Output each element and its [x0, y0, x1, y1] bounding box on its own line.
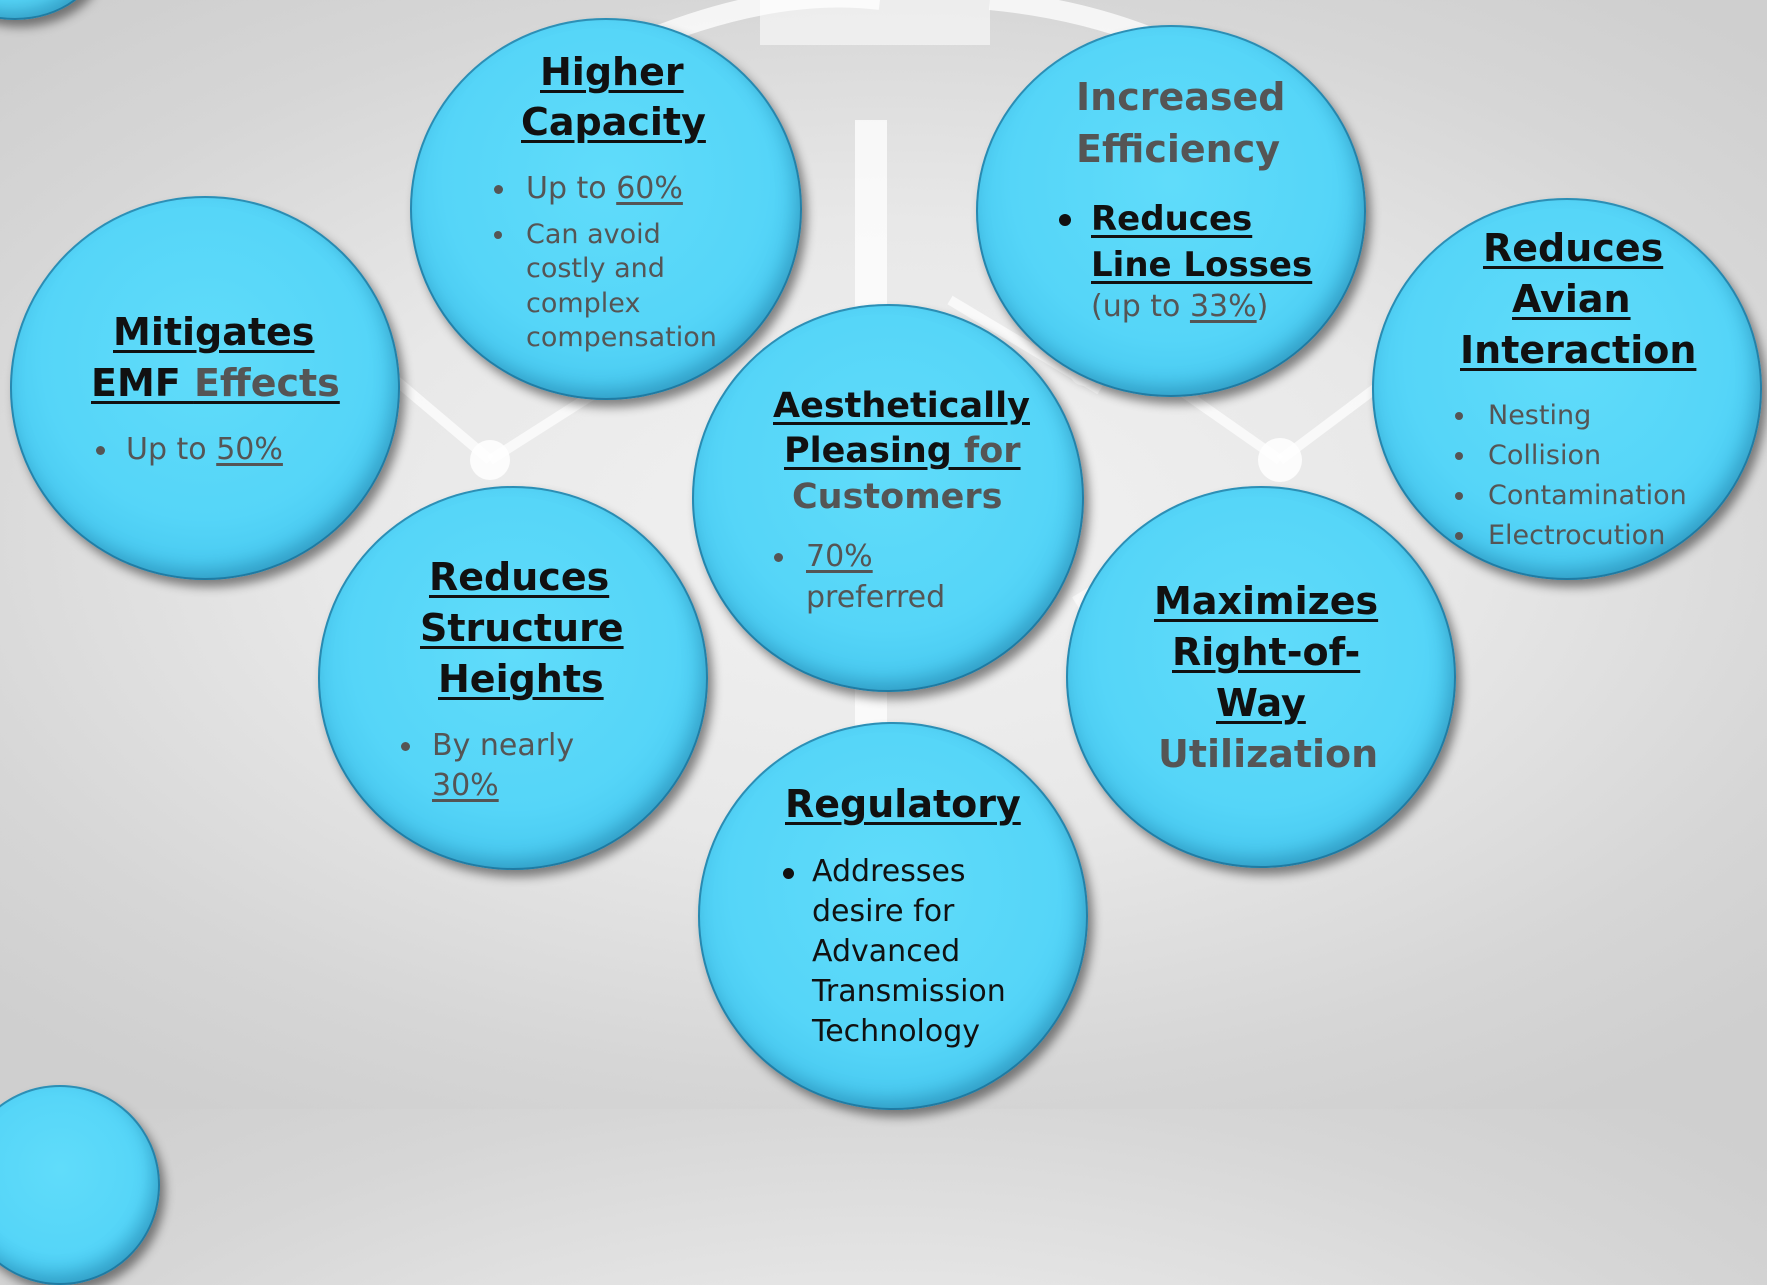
emf-bullet: Up to 50%: [126, 435, 283, 465]
bubble-reduces-avian-interaction: [1372, 198, 1762, 580]
capacity-bullet2-line1: Can avoid: [526, 219, 661, 250]
partial-bubble-bottom-left: [0, 1085, 160, 1285]
emf-title-line1: Mitigates: [113, 310, 315, 354]
avian-bullet-nesting: Nesting: [1488, 400, 1592, 431]
aesthetic-bullet-value: 70%: [806, 542, 873, 572]
emf-bullet-value: 50%: [216, 432, 283, 467]
bubble-maximizes-right-of-way: [1066, 486, 1456, 868]
structure-title-line1: Reduces: [429, 555, 610, 599]
avian-bullet-collision: Collision: [1488, 440, 1602, 471]
bubble-aesthetically-pleasing: [692, 304, 1084, 692]
bullet-dot: [774, 553, 783, 562]
regulatory-title: Regulatory: [785, 782, 1021, 826]
bullet-dot: [783, 868, 794, 879]
capacity-bullet1: Up to 60%: [526, 174, 683, 204]
aesthetic-bullet-rest: preferred: [806, 580, 946, 615]
regulatory-bullet-line3: Advanced: [812, 934, 961, 969]
avian-bullet-electrocution: Electrocution: [1488, 520, 1666, 551]
aesthetic-title-for: for: [964, 431, 1021, 471]
bullet-dot: [1455, 532, 1463, 540]
regulatory-bullet-line1: Addresses: [812, 854, 966, 889]
emf-bullet-prefix: Up to: [126, 432, 217, 467]
capacity-bullet2-line4: compensation: [526, 322, 717, 353]
aesthetic-bullet-value-text: 70%: [806, 539, 873, 574]
capacity-title-line2: Capacity: [521, 100, 706, 144]
efficiency-note-prefix: (up to: [1091, 289, 1190, 324]
emf-title-line2: EMF Effects: [91, 364, 340, 402]
capacity-title-line1: Higher: [540, 50, 684, 94]
structure-title-line3: Heights: [438, 657, 604, 701]
bullet-dot: [494, 185, 503, 194]
aesthetic-title-line3: Customers: [792, 477, 1003, 517]
efficiency-bullet-line2: Line Losses: [1091, 245, 1313, 285]
emf-title-emf: EMF: [91, 361, 194, 405]
aesthetic-title-line1: Aesthetically: [773, 386, 1030, 426]
row-title-line4: Utilization: [1158, 732, 1379, 776]
aesthetic-title-pleasing: Pleasing: [784, 431, 964, 471]
capacity-bullet2-line3: complex: [526, 288, 641, 319]
regulatory-bullet-line2: desire for: [812, 894, 955, 929]
regulatory-bullet-line5: Technology: [812, 1014, 981, 1049]
bullet-dot: [1455, 412, 1463, 420]
avian-title-line2: Avian: [1512, 277, 1631, 321]
bullet-dot: [96, 446, 105, 455]
bullet-dot: [1455, 492, 1463, 500]
emf-title-effects: Effects: [193, 361, 340, 405]
capacity-bullet1-prefix: Up to: [526, 171, 617, 206]
bullet-dot: [1059, 214, 1071, 226]
bubble-increased-efficiency: [976, 25, 1366, 397]
efficiency-note: (up to 33%): [1091, 292, 1268, 322]
capacity-bullet1-value: 60%: [616, 171, 683, 206]
efficiency-title-line2: Efficiency: [1076, 127, 1281, 171]
bullet-dot: [1455, 452, 1463, 460]
bubble-mitigates-emf-effects: [10, 196, 400, 580]
efficiency-title-line1: Increased: [1076, 75, 1286, 119]
efficiency-bullet-line1: Reduces: [1091, 199, 1253, 239]
avian-title-line3: Interaction: [1460, 328, 1697, 372]
efficiency-note-suffix: ): [1256, 289, 1269, 324]
aesthetic-title-line2: Pleasing for: [784, 434, 1021, 469]
structure-bullet-line1: By nearly: [432, 728, 575, 763]
structure-bullet-value: 30%: [432, 771, 499, 801]
structure-title-line2: Structure: [420, 606, 624, 650]
bullet-dot: [401, 742, 410, 751]
row-title-line3: Way: [1216, 681, 1306, 725]
row-title-line1: Maximizes: [1154, 579, 1379, 623]
row-title-line2: Right-of-: [1172, 630, 1361, 674]
regulatory-bullet-line4: Transmission: [812, 974, 1006, 1009]
bullet-dot: [494, 231, 502, 239]
capacity-bullet2-line2: costly and: [526, 253, 665, 284]
avian-bullet-contamination: Contamination: [1488, 480, 1687, 511]
structure-bullet-value-text: 30%: [432, 768, 499, 803]
bubble-reduces-structure-heights: [318, 486, 708, 870]
bubble-regulatory: [698, 722, 1088, 1110]
avian-title-line1: Reduces: [1483, 226, 1664, 270]
efficiency-note-value: 33%: [1189, 289, 1257, 324]
bubble-higher-capacity: [410, 18, 802, 400]
